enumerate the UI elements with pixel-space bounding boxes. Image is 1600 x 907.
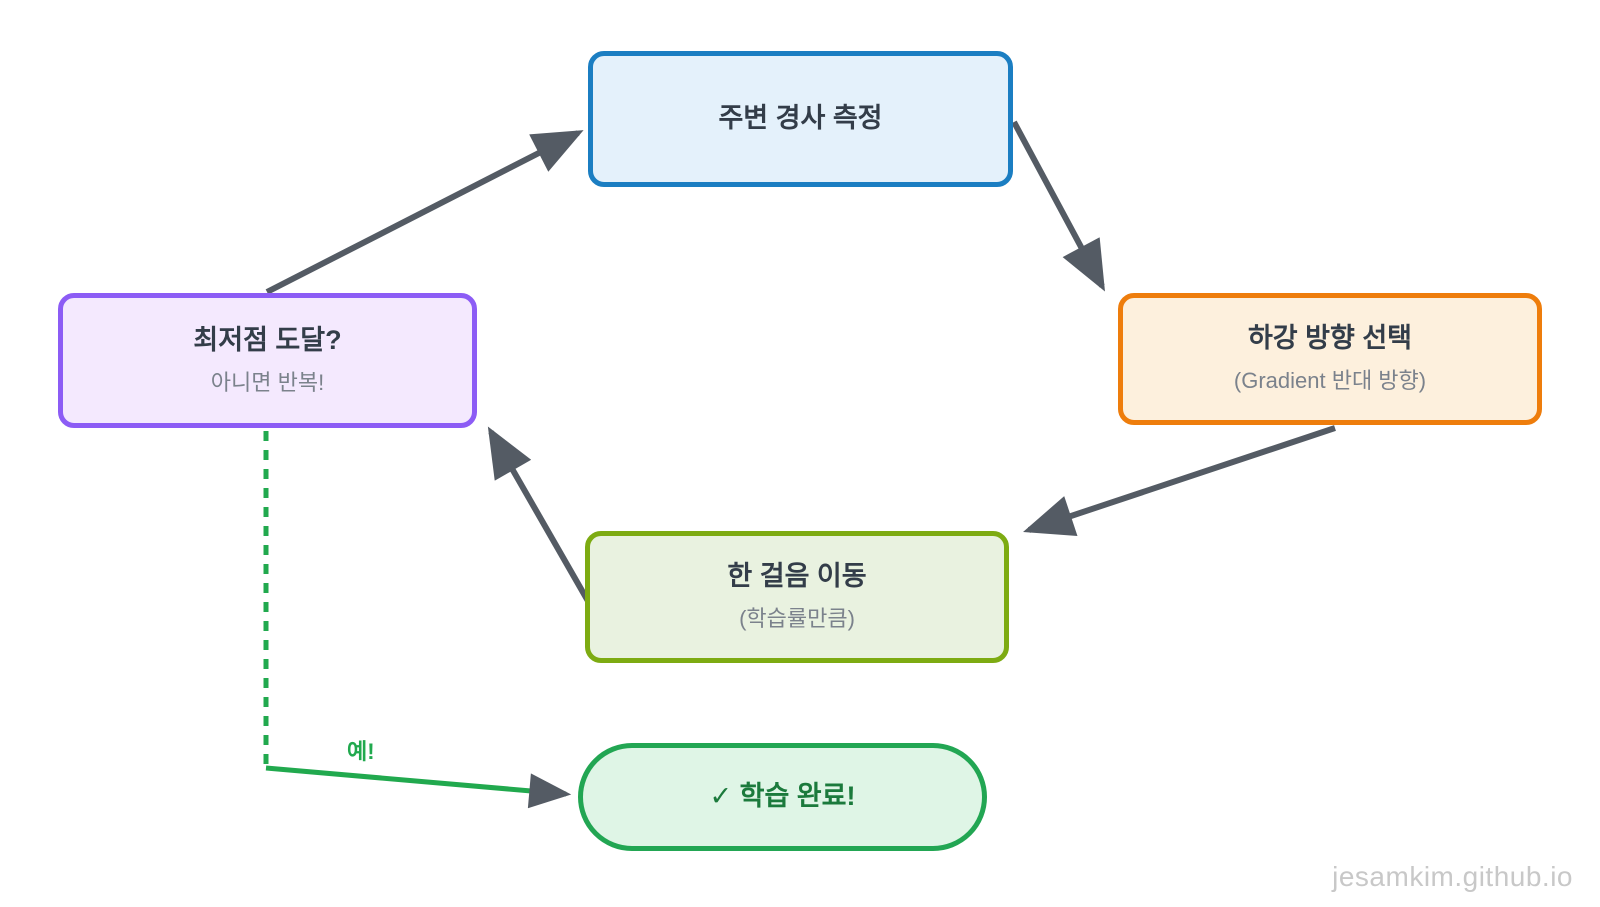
edge-reached-minimum-to-training-done — [265, 765, 572, 809]
watermark: jesamkim.github.io — [1332, 861, 1573, 892]
node-training-done: ✓ 학습 완료! — [578, 743, 987, 851]
node-subtitle: 아니면 반복! — [210, 369, 325, 395]
node-subtitle: (학습률만큼) — [739, 606, 855, 632]
node-title: 하강 방향 선택 — [1247, 323, 1413, 354]
edge-choose-direction-to-step-move — [1023, 425, 1336, 536]
edge-reached-minimum-to-measure-slope — [265, 130, 584, 295]
edge-label-yes: 예! — [344, 739, 378, 765]
node-title: ✓ 학습 완료! — [709, 781, 856, 812]
node-reached-minimum: 최저점 도달? 아니면 반복! — [58, 293, 477, 428]
node-step-move: 한 걸음 이동 (학습률만큼) — [585, 531, 1009, 663]
edge-measure-slope-to-choose-direction — [1011, 120, 1105, 292]
node-measure-slope: 주변 경사 측정 — [588, 51, 1013, 187]
node-subtitle: (Gradient 반대 방향) — [1233, 368, 1427, 394]
node-title: 주변 경사 측정 — [718, 103, 883, 134]
node-choose-direction: 하강 방향 선택 (Gradient 반대 방향) — [1118, 293, 1542, 425]
node-title: 한 걸음 이동 — [727, 561, 867, 592]
edge-step-move-to-reached-minimum — [487, 426, 599, 617]
node-title: 최저점 도달? — [193, 324, 342, 355]
